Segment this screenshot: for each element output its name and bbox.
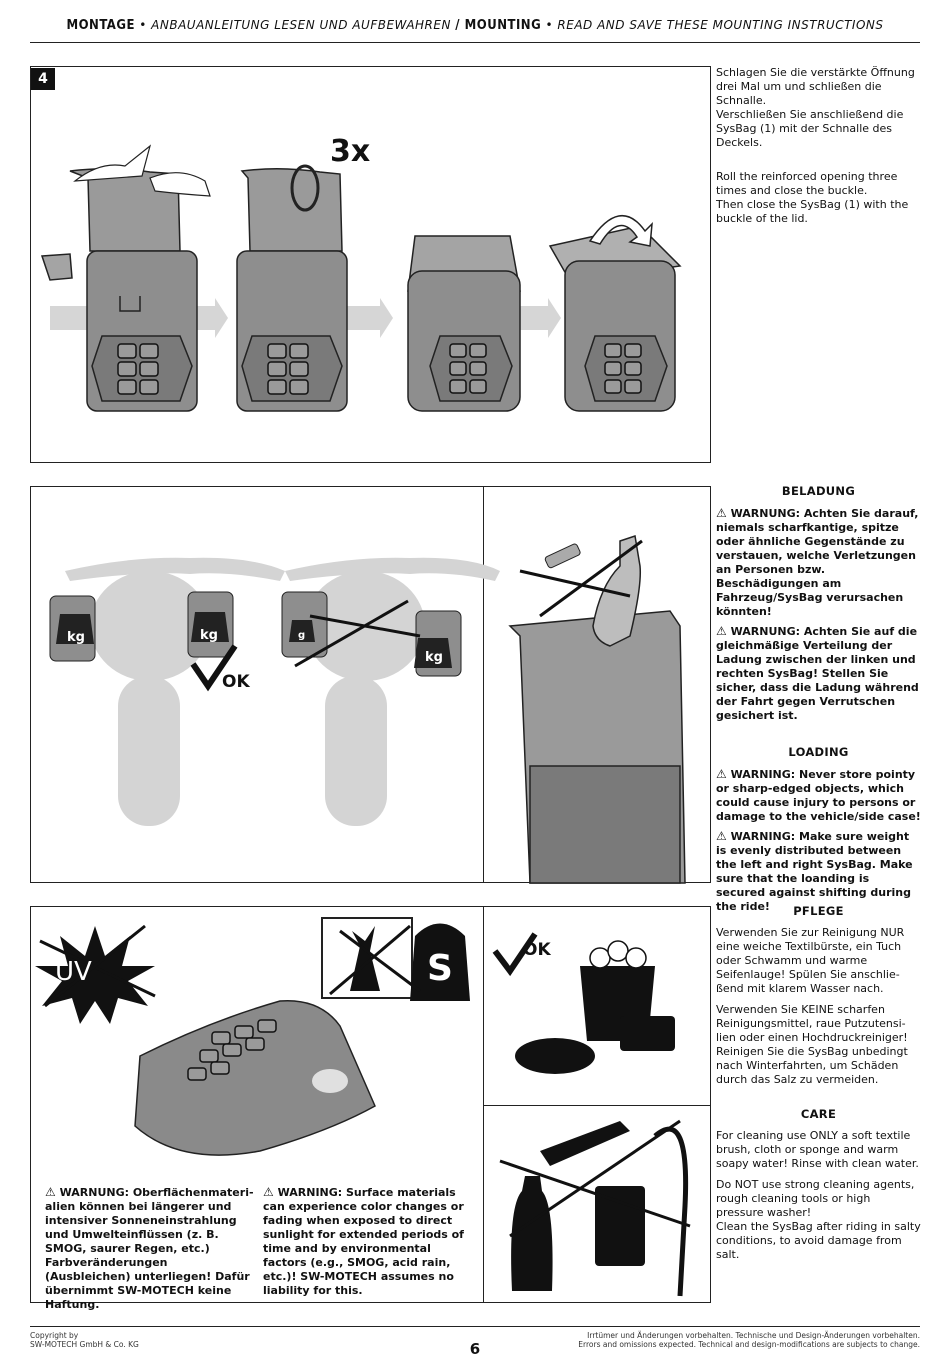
- cloth-icon: [515, 1038, 595, 1074]
- washer-hose-icon: [653, 1126, 689, 1297]
- ok-label-care: OK: [523, 940, 551, 960]
- uv-cross-icon: [39, 924, 156, 1008]
- pressure-washer-icon: [595, 1186, 645, 1266]
- care-warn-de: ⚠ WARNUNG: Oberflächenmateri­alien könne…: [45, 1185, 255, 1312]
- bag-1-grid: [117, 343, 159, 395]
- step4-text: Schlagen Sie die verstärkte Öffnung drei…: [716, 66, 921, 233]
- kg-label-left: kg: [67, 630, 85, 645]
- disclaimer-de: Irrtümer und Änderungen vorbehalten. Tec…: [587, 1331, 920, 1340]
- step-number: 4: [31, 68, 55, 90]
- tree-icon: [350, 926, 380, 991]
- warning-icon: ⚠: [716, 829, 727, 843]
- page-number: 6: [469, 1340, 481, 1358]
- loading-warn-en-2: WARNING: Make sure weight is evenly dist…: [716, 830, 913, 913]
- cleaner-bottle-icon: [511, 1176, 553, 1291]
- care-bag-grid: [187, 1019, 277, 1081]
- weather-cross-icon: [329, 924, 421, 996]
- care-illustration: [35, 917, 691, 1297]
- kg-weight-left-icon: [56, 614, 94, 644]
- care-divider-h: [483, 1105, 711, 1106]
- loading-illustration: [49, 535, 686, 884]
- ok-label: OK: [222, 672, 250, 692]
- copyright-line-2: SW-MOTECH GmbH & Co. KG: [30, 1340, 139, 1349]
- step4-de-2: Verschließen Sie anschließend die SysBag…: [716, 108, 904, 149]
- sponge-icon: [620, 1016, 675, 1051]
- bag-4: [548, 225, 682, 412]
- motorcycle-ok: [65, 557, 285, 826]
- page-header: MONTAGE • ANBAUANLEITUNG LESEN UND AUFBE…: [30, 18, 920, 42]
- header-separator: /: [455, 18, 461, 33]
- step4-en-2: Then close the SysBag (1) with the buckl…: [716, 198, 909, 225]
- warning-icon: ⚠: [716, 767, 727, 781]
- loading-warn-en-1: WARNING: Never store pointy or sharp-edg…: [716, 768, 921, 823]
- header-rule: [30, 42, 920, 43]
- care-en-1: For cleaning use ONLY a soft textile bru…: [716, 1129, 919, 1170]
- brush-icon: [540, 1121, 630, 1166]
- cross-icon-items: [519, 539, 643, 618]
- rotate-count-label: 3x: [330, 134, 371, 169]
- loading-heading-de: BELADUNG: [781, 484, 856, 498]
- copyright: Copyright by SW-MOTECH GmbH & Co. KG: [30, 1331, 230, 1349]
- bag-3-grid: [449, 343, 487, 394]
- uv-label: UV: [55, 957, 92, 987]
- kg-label-heavy: kg: [425, 650, 443, 665]
- care-text: PFLEGE Verwenden Sie zur Reinigung NUR e…: [716, 904, 921, 1269]
- bag-2-grid: [267, 343, 309, 395]
- care-en-3: Clean the SysBag after riding in salty c…: [716, 1220, 921, 1261]
- care-heading-en: CARE: [800, 1107, 837, 1121]
- uv-sun-icon: [35, 926, 155, 1024]
- loading-bag: [508, 610, 686, 884]
- care-divider-v: [483, 906, 484, 1303]
- loading-text: BELADUNG ⚠ WARNUNG: Achten Sie darauf, n…: [716, 484, 921, 919]
- check-icon: [190, 644, 238, 692]
- care-heading-de: PFLEGE: [793, 904, 844, 918]
- kg-weight-heavy-icon: [414, 638, 452, 668]
- warning-icon: ⚠: [716, 624, 727, 638]
- header-montage: MONTAGE: [66, 18, 135, 33]
- loading-heading-en: LOADING: [788, 745, 849, 759]
- header-mounting-sub: • READ AND SAVE THESE MOUNTING INSTRUCTI…: [541, 18, 884, 32]
- step4-illustration: [40, 144, 682, 412]
- header-montage-sub: • ANBAUANLEITUNG LESEN UND AUFBEWAHREN: [134, 18, 456, 32]
- g-weight-icon: [289, 620, 315, 642]
- header-mounting: MOUNTING: [460, 18, 542, 33]
- warning-icon: ⚠: [45, 1185, 56, 1199]
- care-de-1: Verwenden Sie zur Reinigung NUR eine wei…: [716, 926, 905, 995]
- loading-warn-de-2: WARNUNG: Achten Sie auf die gleichmäßige…: [716, 625, 919, 722]
- care-bag: [134, 999, 376, 1156]
- harsh-tools-cross-icon: [499, 1119, 691, 1238]
- care-en-2: Do NOT use strong cleaning agents, rough…: [716, 1178, 915, 1219]
- care-warn-en: ⚠ WARNING: Surface materials can experie…: [263, 1185, 473, 1298]
- bottle-icon: [592, 535, 642, 647]
- cross-icon: [294, 599, 421, 668]
- salt-shaker-icon: [410, 923, 470, 1001]
- kg-label-right: kg: [200, 628, 218, 643]
- soap-foam-icon: [589, 940, 647, 969]
- disclaimer: Irrtümer und Änderungen vorbehalten. Tec…: [520, 1331, 920, 1349]
- bag-4-grid: [604, 343, 642, 394]
- loading-warn-de-1: WARNUNG: Achten Sie darauf, niemals scha…: [716, 507, 919, 618]
- loading-divider: [483, 486, 484, 883]
- stain-icon: [312, 1069, 348, 1093]
- warning-icon: ⚠: [716, 506, 727, 520]
- copyright-line-1: Copyright by: [30, 1331, 79, 1340]
- knife-icon: [544, 543, 581, 569]
- lid-arrow-icon: [588, 215, 653, 247]
- g-label: g: [298, 630, 306, 641]
- disclaimer-en: Errors and omissions expected. Technical…: [578, 1340, 920, 1349]
- hands-1: [73, 144, 211, 197]
- warning-icon: ⚠: [263, 1185, 274, 1199]
- check-icon-care: [492, 932, 538, 977]
- footer-rule: [30, 1326, 920, 1327]
- step4-en-1: Roll the reinforced opening three times …: [716, 170, 898, 197]
- rotate-arrow-icon: [290, 164, 320, 212]
- care-de-2: Verwenden Sie KEINE scharfen Reinigungsm…: [716, 1003, 908, 1086]
- salt-label: S: [427, 948, 453, 989]
- kg-weight-right-icon: [191, 612, 229, 642]
- care-warn-de-text: WARNUNG: Oberflächenmateri­alien können …: [45, 1186, 254, 1311]
- care-warn-en-text: WARNING: Surface materials can experienc…: [263, 1186, 464, 1297]
- step4-de-1: Schlagen Sie die verstärkte Öffnung drei…: [716, 66, 915, 107]
- motorcycle-wrong: [285, 557, 500, 826]
